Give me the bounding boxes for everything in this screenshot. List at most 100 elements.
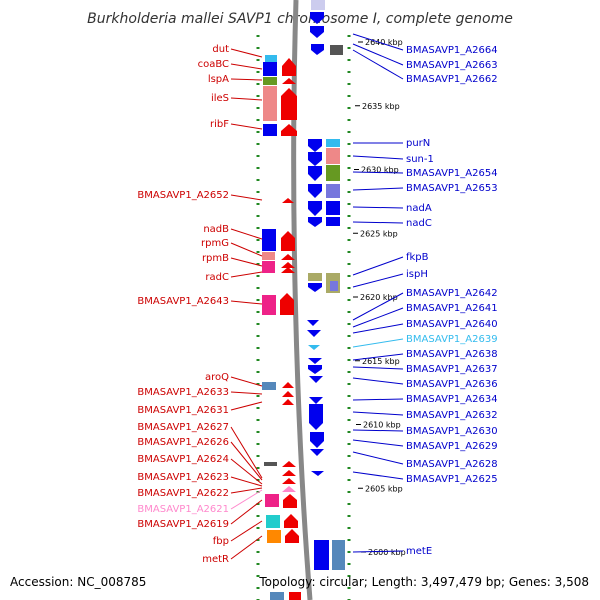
feature-arrow-BMASAVP1_A2628	[310, 449, 324, 456]
feature-arrow-ribF	[281, 124, 297, 136]
feature-arrow-BMASAVP1_A2619	[283, 494, 297, 508]
label-leader-line	[230, 489, 263, 510]
feature-box-aroQ	[262, 382, 276, 390]
scale-tick-label: 2635 kbp	[362, 102, 400, 111]
gene-label-BMASAVP1_A2642: BMASAVP1_A2642	[406, 288, 498, 299]
gene-label-BMASAVP1_A2630: BMASAVP1_A2630	[406, 426, 498, 437]
feature-arrow-BMASAVP1_A2643	[280, 293, 294, 315]
feature-arrow-rpmG	[281, 254, 295, 260]
label-leader-line	[230, 520, 263, 542]
label-leader-line	[352, 273, 404, 288]
feature-box-lspA	[263, 77, 277, 85]
gene-label-ileS: ileS	[211, 93, 229, 104]
scale-tick-label: 2640 kbp	[365, 38, 403, 47]
label-leader-line	[230, 300, 263, 305]
label-leader-line	[352, 155, 404, 160]
feature-box-fkpB	[308, 273, 322, 281]
label-leader-line	[230, 376, 263, 387]
feature-box-BMASAVP1_A2643	[262, 295, 276, 315]
feature-arrow-BMASAVP1_A2653	[308, 184, 322, 198]
label-leader-line	[352, 323, 404, 334]
gene-label-ribF: ribF	[210, 119, 229, 130]
feature-box-rpmB	[262, 261, 275, 273]
feature-arrow-BMASAVP1_A2662	[311, 44, 324, 55]
feature-arrow-BMASAVP1_A2631	[282, 399, 294, 405]
gene-label-BMASAVP1_A2625: BMASAVP1_A2625	[406, 474, 498, 485]
gene-label-BMASAVP1_A2626: BMASAVP1_A2626	[137, 437, 229, 448]
topology-label: Topology: circular; Length: 3,497,479 bp…	[258, 575, 589, 589]
feature-box-bottom-2	[289, 592, 301, 600]
gene-label-BMASAVP1_A2632: BMASAVP1_A2632	[406, 410, 498, 421]
gene-label-BMASAVP1_A2638: BMASAVP1_A2638	[406, 349, 498, 360]
feature-box-ileS	[263, 86, 277, 121]
gene-label-BMASAVP1_A2640: BMASAVP1_A2640	[406, 319, 498, 330]
gene-label-nadB: nadB	[203, 224, 229, 235]
label-leader-line	[352, 171, 404, 174]
feature-arrow-BMASAVP1_A2638	[307, 330, 321, 337]
label-leader-line	[230, 257, 263, 267]
feature-box-dut	[265, 55, 277, 62]
chromosome-backbone	[291, 0, 313, 600]
gene-label-BMASAVP1_A2652: BMASAVP1_A2652	[137, 190, 229, 201]
label-leader-line	[230, 97, 263, 101]
gene-label-BMASAVP1_A2619: BMASAVP1_A2619	[137, 519, 229, 530]
label-leader-line	[230, 271, 263, 278]
gene-label-fkpB: fkpB	[406, 252, 429, 263]
feature-arrow-BMASAVP1_A2630	[309, 404, 323, 430]
label-leader-line	[352, 451, 404, 465]
feature-arrow-ispH	[308, 283, 322, 292]
feature-box-BMASAVP1_A2626	[264, 462, 277, 466]
feature-arrow-BMASAVP1_A2632	[309, 397, 323, 404]
label-leader-line	[352, 43, 404, 66]
gene-label-metR: metR	[202, 554, 229, 565]
feature-arrow-BMASAVP1_A2636	[308, 365, 322, 374]
gene-label-BMASAVP1_A2643: BMASAVP1_A2643	[137, 296, 229, 307]
feature-box-ispH-inner	[330, 281, 338, 291]
gene-label-fbp: fbp	[213, 536, 229, 547]
feature-arrow-fbp	[284, 514, 298, 528]
scale-tick-label: 2630 kbp	[361, 166, 399, 175]
feature-box-BMASAVP1_A2619	[265, 494, 279, 507]
gene-label-BMASAVP1_A2624: BMASAVP1_A2624	[137, 454, 229, 465]
gene-label-BMASAVP1_A2654: BMASAVP1_A2654	[406, 168, 498, 179]
label-leader-line	[352, 49, 404, 80]
label-leader-line	[230, 391, 263, 395]
feature-arrow-BMASAVP1_A2623	[282, 470, 296, 476]
feature-arrow-BMASAVP1_A2637	[308, 358, 322, 364]
feature-arrow-BMASAVP1_A2634	[309, 376, 323, 383]
gene-label-BMASAVP1_A2621: BMASAVP1_A2621	[137, 504, 229, 515]
gene-label-rpmG: rpmG	[201, 238, 229, 249]
feature-box-ribF	[263, 124, 277, 136]
gene-label-dut: dut	[212, 44, 229, 55]
feature-arrow-lspA	[282, 78, 296, 84]
gene-label-BMASAVP1_A2637: BMASAVP1_A2637	[406, 364, 498, 375]
feature-box-metE-2	[332, 540, 345, 570]
label-leader-line	[352, 292, 404, 321]
feature-arrow-radC	[281, 267, 295, 273]
label-leader-line	[352, 221, 404, 224]
label-leader-line	[230, 48, 263, 58]
gene-label-ispH: ispH	[406, 269, 428, 280]
gene-label-BMASAVP1_A2664: BMASAVP1_A2664	[406, 45, 498, 56]
gene-label-metE: metE	[406, 546, 432, 557]
label-leader-line	[352, 206, 404, 209]
gene-label-BMASAVP1_A2662: BMASAVP1_A2662	[406, 74, 498, 85]
feature-arrow-BMASAVP1_A2633	[282, 391, 294, 397]
label-leader-line	[352, 366, 404, 370]
feature-box-nadB	[262, 229, 276, 251]
feature-arrow-BMASAVP1_A2625	[311, 471, 324, 476]
feature-arrow-BMASAVP1_A2663	[310, 26, 324, 38]
gene-label-BMASAVP1_A2628: BMASAVP1_A2628	[406, 459, 498, 470]
feature-arrow-nadC	[308, 217, 322, 227]
gene-label-BMASAVP1_A2633: BMASAVP1_A2633	[137, 387, 229, 398]
feature-box-rpmG	[262, 252, 275, 260]
feature-arrow-BMASAVP1_A2652	[282, 198, 294, 203]
label-leader-line	[352, 377, 404, 385]
label-leader-line	[230, 441, 263, 481]
label-leader-line	[352, 550, 404, 553]
label-leader-line	[352, 33, 404, 51]
gene-label-nadC: nadC	[406, 218, 432, 229]
gene-label-BMASAVP1_A2639: BMASAVP1_A2639	[406, 334, 498, 345]
label-leader-line	[230, 194, 263, 201]
label-leader-line	[352, 411, 404, 416]
